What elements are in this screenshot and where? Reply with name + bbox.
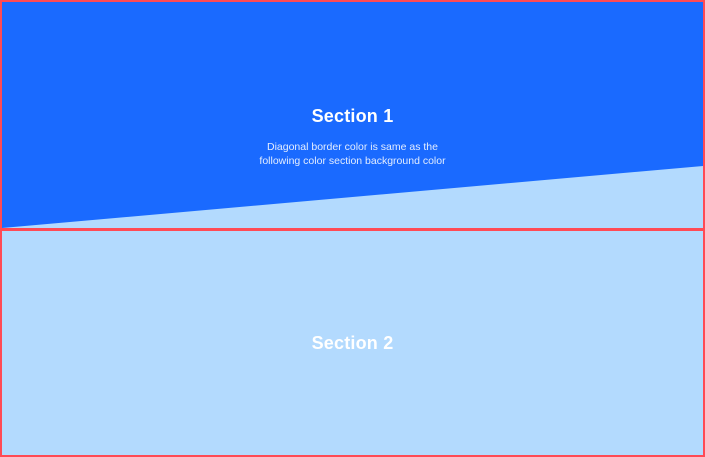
section-2-content: Section 2: [2, 333, 703, 354]
section-1-content: Section 1 Diagonal border color is same …: [2, 106, 703, 168]
section-2: Section 2: [0, 228, 705, 457]
section-1-title: Section 1: [311, 106, 394, 126]
diagonal-divider-shape: [2, 166, 703, 228]
section-1-description: Diagonal border color is same as the fol…: [2, 140, 703, 168]
section-1: Section 1 Diagonal border color is same …: [0, 0, 705, 230]
section-1-description-line-1: Diagonal border color is same as the: [266, 141, 438, 153]
section-1-description-line-2: following color section background color: [259, 155, 446, 167]
section-2-title: Section 2: [311, 333, 394, 353]
